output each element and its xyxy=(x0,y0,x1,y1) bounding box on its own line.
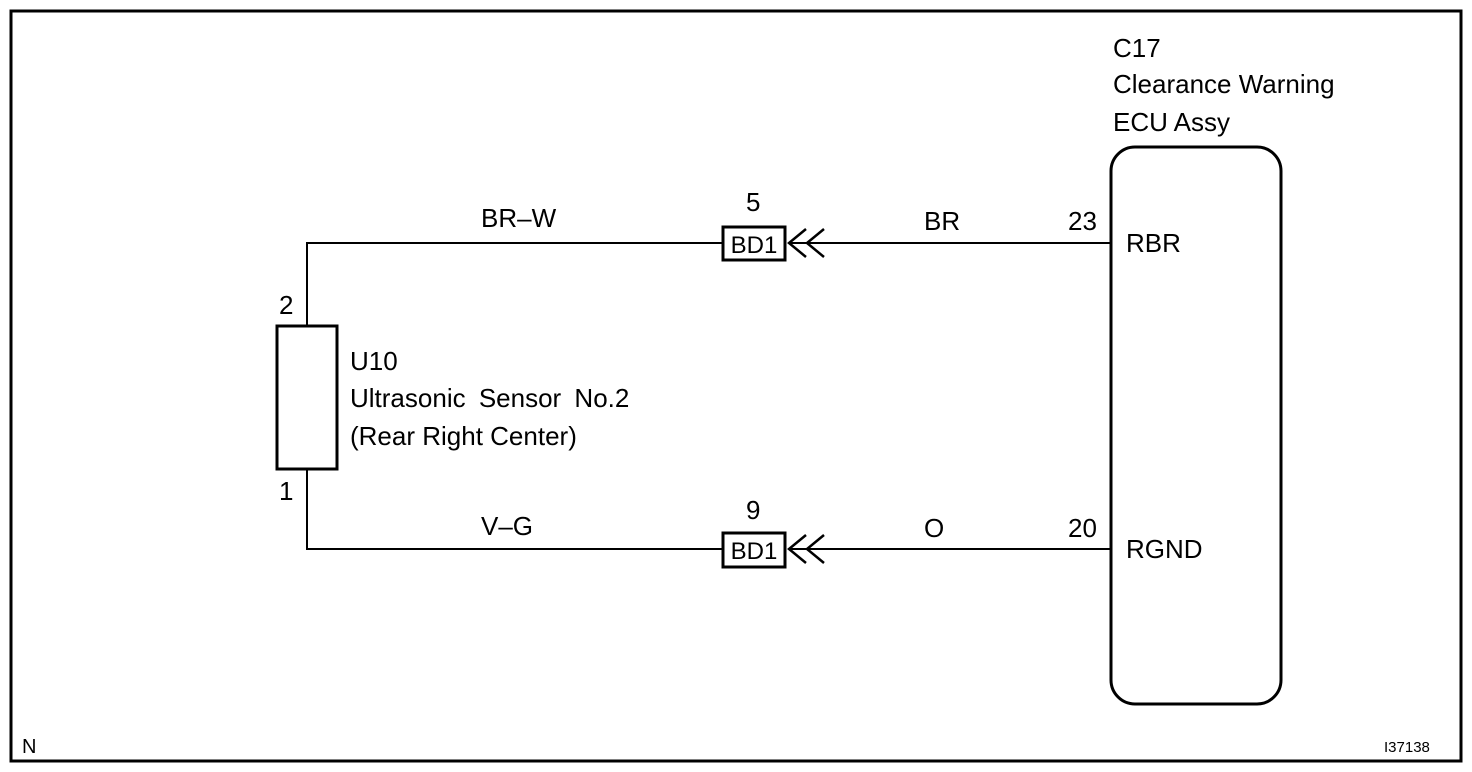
footer-left-mark: N xyxy=(22,736,36,758)
sensor-box xyxy=(275,324,339,471)
circuit-bottom: V–G O BD1 9 xyxy=(306,469,1111,569)
sensor-code: U10 xyxy=(350,346,398,376)
wire-color-o: O xyxy=(924,513,944,543)
wire-color-br: BR xyxy=(924,206,960,236)
connector-label-top: BD1 xyxy=(731,232,778,259)
connector-pin-5: 5 xyxy=(746,187,760,217)
connector-bd1-top xyxy=(721,225,787,262)
chevron-icon xyxy=(805,228,825,258)
chevron-icon xyxy=(805,534,825,564)
sensor-name: Ultrasonic Sensor No.2 xyxy=(350,383,629,413)
wire-color-br-w: BR–W xyxy=(481,203,557,233)
ecu-box xyxy=(1109,145,1283,706)
wire-v-g xyxy=(306,469,723,550)
ecu-code: C17 xyxy=(1113,33,1161,63)
chevron-icon xyxy=(787,534,807,564)
ecu-pin-number-23: 23 xyxy=(1068,206,1097,236)
ecu-pin-name-rbr: RBR xyxy=(1126,228,1181,258)
ecu-name-line1: Clearance Warning xyxy=(1113,69,1335,99)
circuit-top: BR–W BR BD1 5 xyxy=(306,187,1111,326)
wire-color-v-g: V–G xyxy=(481,511,533,541)
ecu-name-line2: ECU Assy xyxy=(1113,107,1230,137)
wire-br-w xyxy=(306,242,723,326)
sensor-pin-number-1: 1 xyxy=(279,476,293,506)
connector-bd1-bottom xyxy=(721,531,787,569)
ecu-pin-number-20: 20 xyxy=(1068,513,1097,543)
ecu-block: C17 Clearance Warning ECU Assy RBR RGND … xyxy=(1068,33,1335,706)
ecu-pin-name-rgnd: RGND xyxy=(1126,534,1203,564)
sensor-pin-number-2: 2 xyxy=(279,290,293,320)
sensor-location: (Rear Right Center) xyxy=(350,421,577,451)
figure-id: I37138 xyxy=(1384,739,1430,756)
sensor-block: 2 1 U10 Ultrasonic Sensor No.2 (Rear Rig… xyxy=(275,290,629,506)
chevron-icon xyxy=(787,228,807,258)
diagram-border xyxy=(9,9,1463,763)
connector-label-bottom: BD1 xyxy=(731,538,778,565)
connector-pin-9: 9 xyxy=(746,495,760,525)
